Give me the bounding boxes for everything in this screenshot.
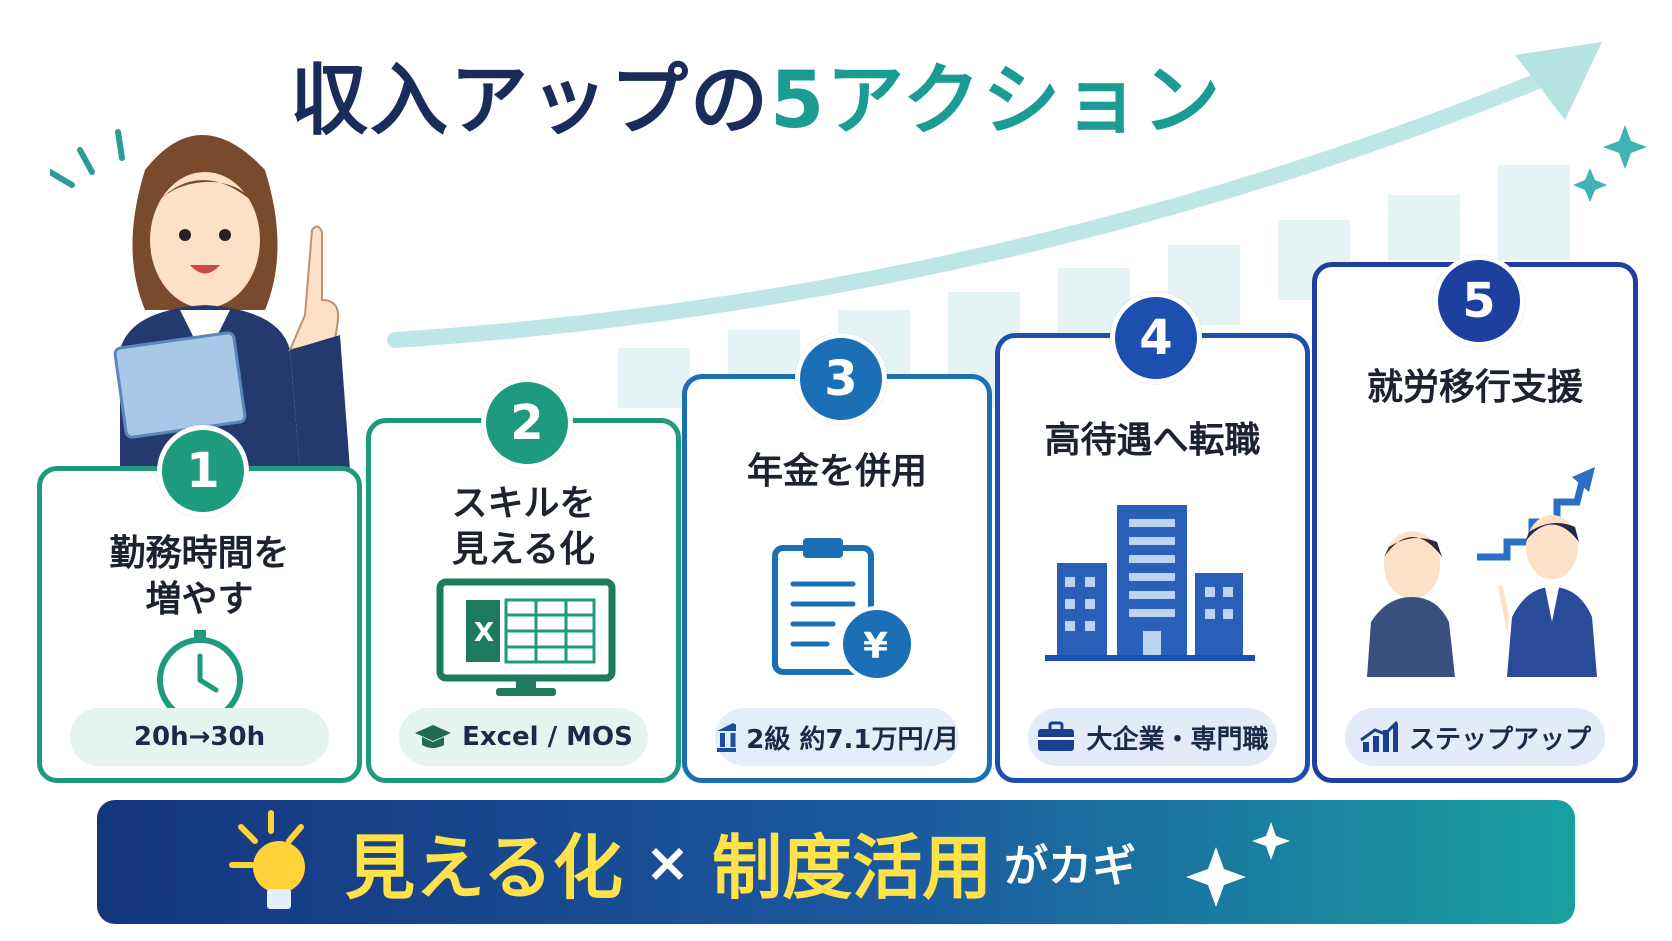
graduation-cap-icon (415, 725, 452, 748)
card-pill-2: Excel / MOS (399, 708, 648, 766)
card-pill-5: ステップアップ (1345, 708, 1605, 766)
step-badge-4: 4 (1110, 292, 1202, 384)
step-badge-5: 5 (1433, 255, 1525, 347)
title-number: 5 (770, 56, 827, 146)
title-suffix: アクション (826, 56, 1223, 146)
action-card-4: 4 高待遇へ転職 大企業・専門職 (995, 292, 1310, 783)
briefcase-icon (1038, 721, 1075, 751)
card-title-4: 高待遇へ転職 (1044, 420, 1261, 461)
action-card-5: 5 就労移行支援 ステップアップ (1312, 255, 1638, 783)
card-title-2: スキルを 見える化 (451, 483, 596, 570)
card-title-5: 就労移行支援 (1366, 367, 1583, 408)
action-card-3: 3 年金を併用 ¥ 2級 約7.1万円/月 (682, 333, 992, 783)
clipboard-yen-icon: ¥ (772, 538, 915, 682)
card-title-3: 年金を併用 (746, 451, 927, 492)
banner-part1: 見える化 (345, 826, 623, 909)
growth-arrow (387, 72, 1548, 348)
card-pill-3: 2級 約7.1万円/月 (715, 708, 959, 766)
banner-times: × (644, 830, 691, 894)
buildings-icon (1045, 505, 1255, 661)
support-people-icon (1367, 467, 1597, 677)
growth-chart-icon (1360, 720, 1399, 752)
step-badge-1: 1 (157, 425, 249, 517)
title-prefix: 収入アップの (290, 56, 771, 146)
step-badge-2: 2 (481, 377, 573, 469)
key-message-banner: 見える化 × 制度活用 がカギ (97, 800, 1575, 924)
banner-suffix: がカギ (1004, 841, 1137, 892)
action-card-1: 1 勤務時間を 増やす 20h→30h (37, 425, 362, 783)
card-title-1: 勤務時間を 増やす (109, 533, 290, 620)
page-title: 収入アップの5アクション (290, 38, 1290, 148)
svg-text:X: X (474, 618, 494, 648)
card-pill-4: 大企業・専門職 (1028, 708, 1277, 766)
lightbulb-icon (229, 810, 305, 909)
card-pill-1: 20h→30h (70, 708, 329, 766)
step-badge-3: 3 (795, 333, 887, 425)
bank-icon (717, 723, 737, 752)
emphasis-lines-icon (50, 129, 125, 188)
woman-illustration (50, 129, 350, 470)
banner-part2: 制度活用 (712, 826, 993, 909)
svg-text:¥: ¥ (863, 626, 888, 667)
excel-monitor-icon: X (436, 578, 616, 696)
sparkle-icon (1573, 125, 1647, 202)
action-card-2: 2 スキルを 見える化 X Excel / MOS (366, 377, 681, 783)
sparkle-icon (1186, 822, 1291, 907)
